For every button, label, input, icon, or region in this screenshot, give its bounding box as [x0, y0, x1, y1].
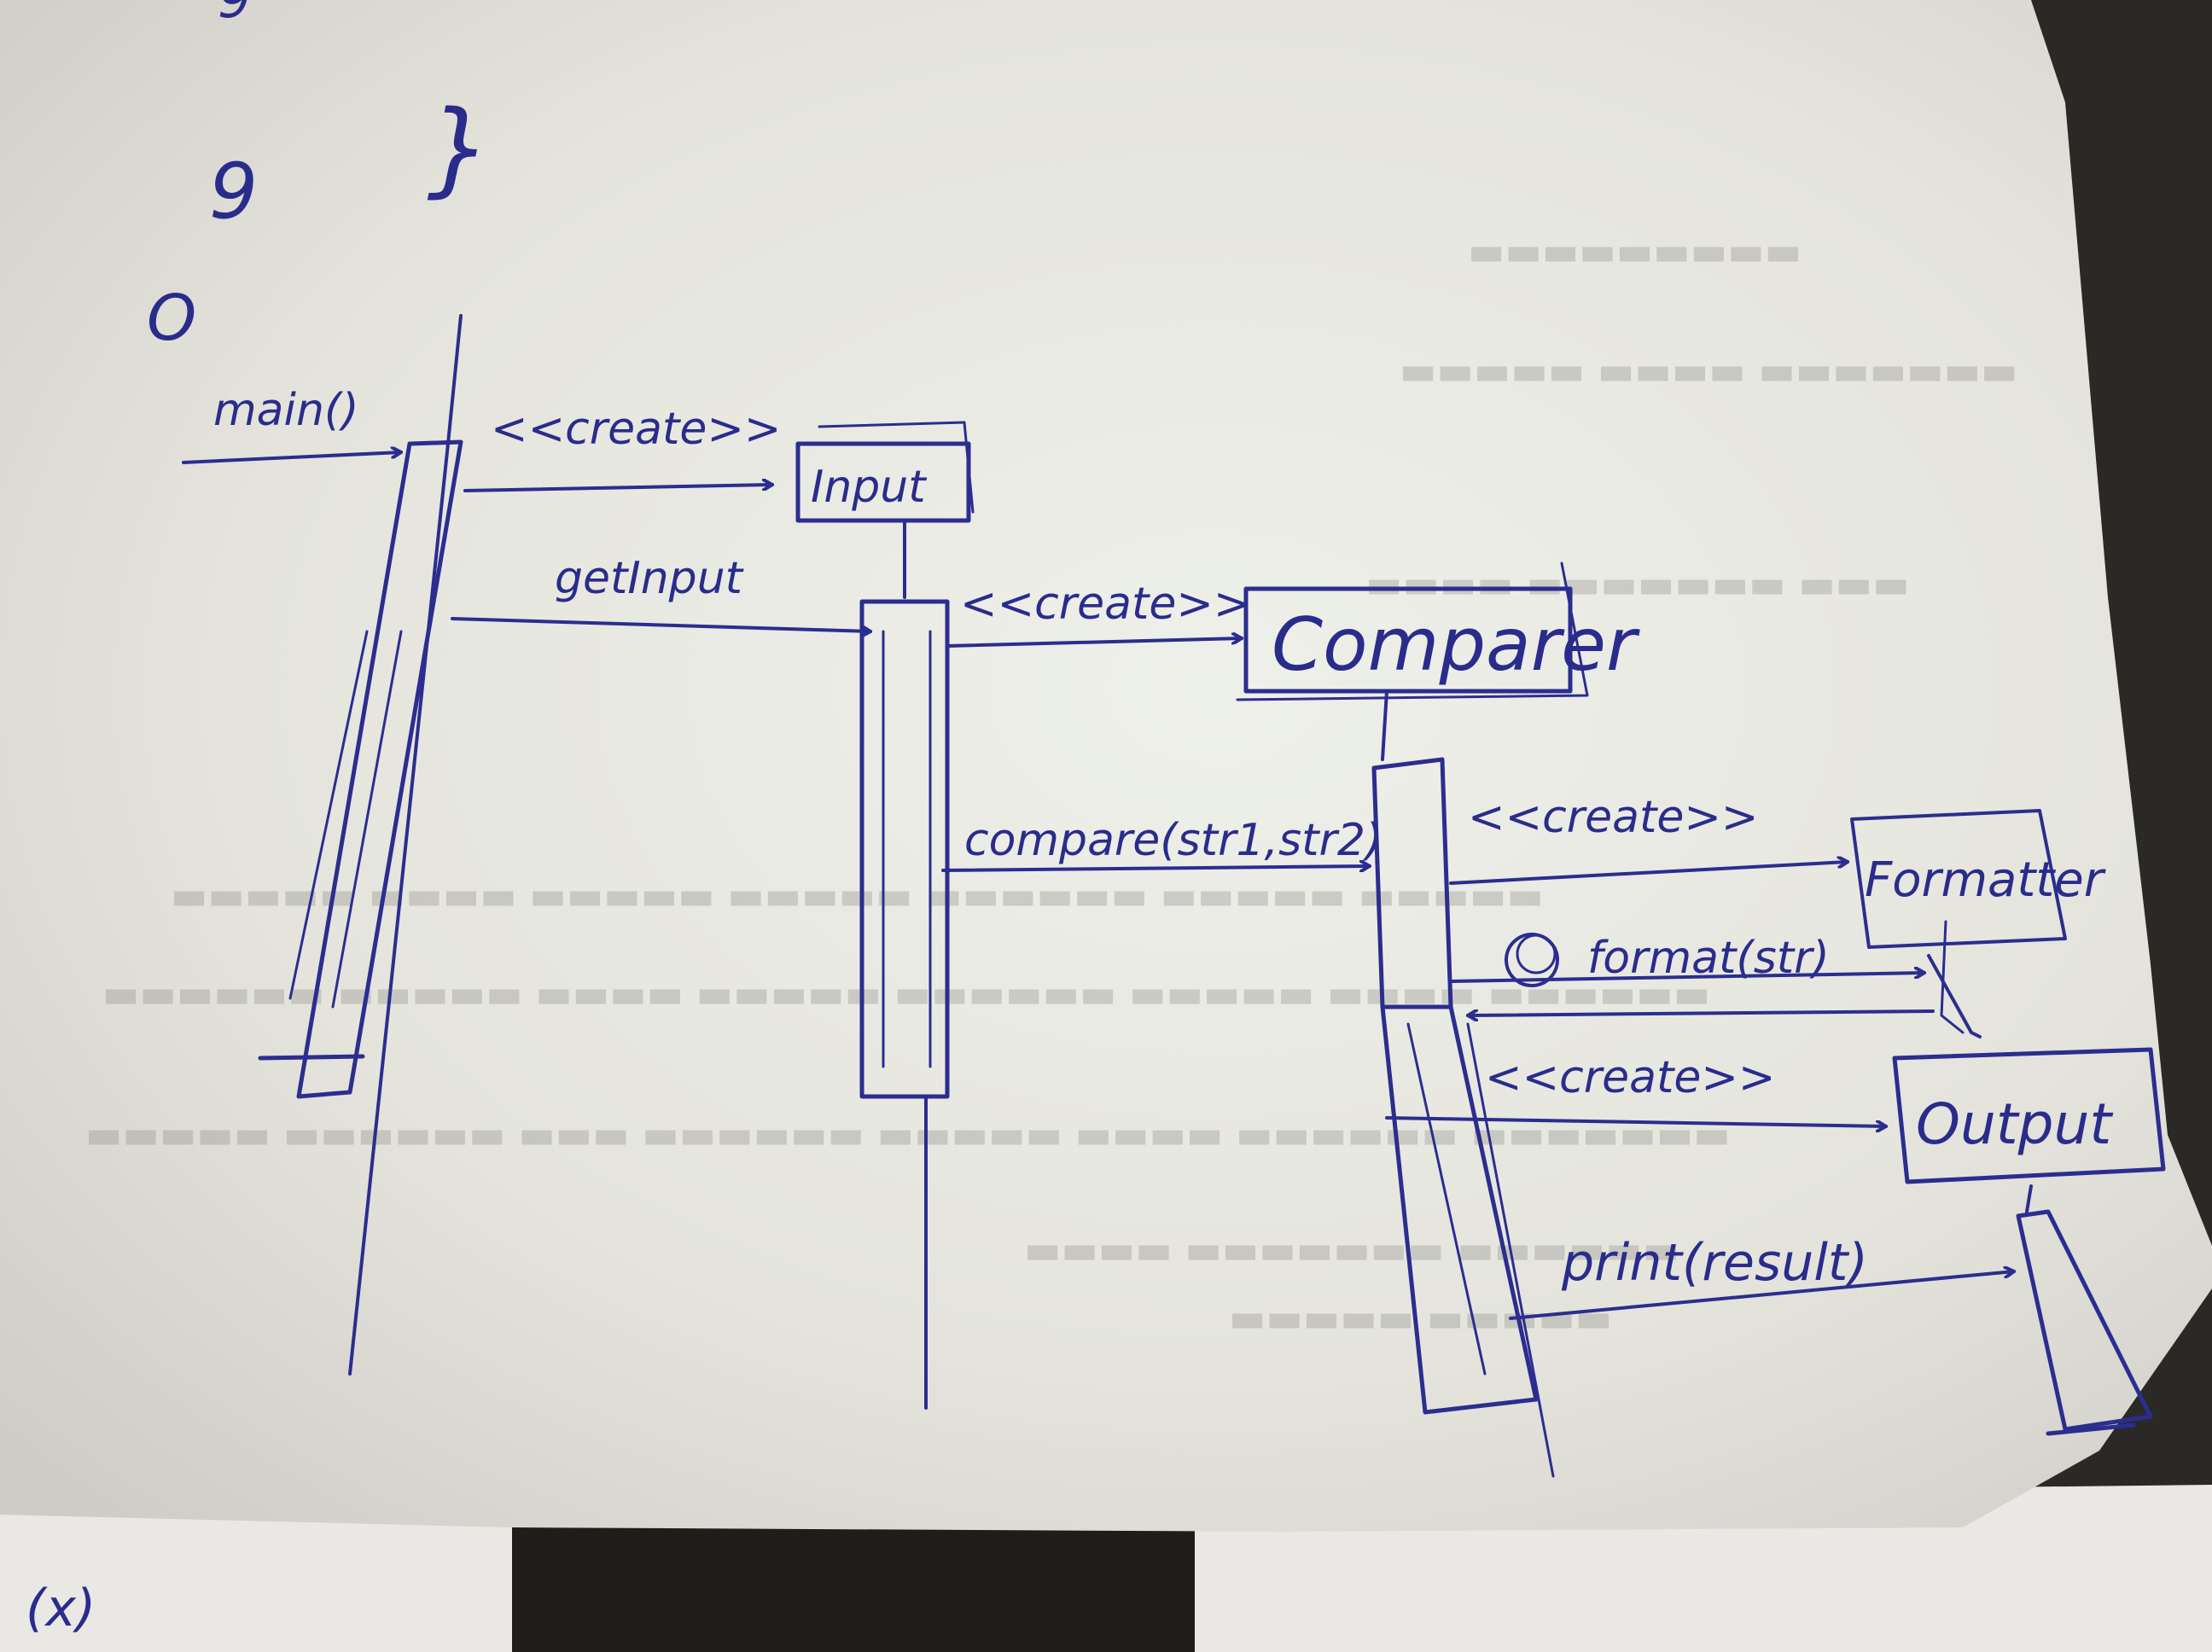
main-activation-bar: [296, 439, 463, 1099]
output-box: [1892, 1047, 2166, 1184]
getinput-label: getInput: [555, 553, 744, 604]
create-input-label: <<create>>: [491, 404, 782, 455]
corner-label: (x): [26, 1579, 96, 1638]
message-compare: compare(str1,str2): [941, 815, 1382, 870]
brace-mark: }: [427, 90, 492, 208]
input-activation-bar: [859, 599, 950, 1099]
create-comparer-label: <<create>>: [960, 579, 1251, 630]
comparer-activation-bar-2: [1380, 1004, 1539, 1415]
object-formatter: Formatter: [1850, 809, 2106, 1038]
object-input: Input: [795, 421, 975, 1410]
formatter-box: [1850, 809, 2067, 949]
print-label: print(result): [1561, 1233, 1868, 1293]
output-activation-bar: [2016, 1209, 2153, 1432]
formatter-label: Formatter: [1865, 852, 2106, 908]
svg-text:▬▬▬▬ ▬▬▬▬▬▬▬ ▬▬▬▬▬▬: ▬▬▬▬ ▬▬▬▬▬▬▬ ▬▬▬▬▬▬: [1024, 1226, 1679, 1272]
message-main: main(): [182, 385, 401, 464]
margin-notes: 9 } 9 O (x): [26, 0, 492, 1638]
message-format: format(str): [1449, 933, 1935, 1015]
message-create-output: <<create>>: [1385, 1052, 1886, 1126]
line-number: 9: [209, 147, 258, 236]
input-label: Input: [811, 462, 927, 513]
message-create-comparer: <<create>>: [946, 579, 1251, 648]
message-print: print(result): [1509, 1233, 2014, 1320]
main-lifeline: [258, 314, 463, 1376]
svg-text:▬▬▬▬▬ ▬▬▬▬ ▬▬▬▬▬▬▬: ▬▬▬▬▬ ▬▬▬▬ ▬▬▬▬▬▬▬: [1400, 347, 2018, 393]
svg-text:▬▬▬▬▬▬ ▬▬▬▬▬ ▬▬▬▬ ▬▬▬▬▬ ▬▬▬▬▬▬: ▬▬▬▬▬▬ ▬▬▬▬▬ ▬▬▬▬ ▬▬▬▬▬ ▬▬▬▬▬▬ ▬▬▬▬▬ ▬▬▬…: [102, 970, 1710, 1016]
input-box: [795, 441, 971, 523]
output-label: Output: [1916, 1091, 2113, 1157]
circled-mark: O: [147, 282, 196, 355]
paper-sheet: [0, 0, 2212, 1532]
object-output: Output: [1892, 1047, 2166, 1436]
create-output-label: <<create>>: [1485, 1052, 1776, 1103]
svg-text:▬▬▬▬▬▬▬▬▬: ▬▬▬▬▬▬▬▬▬: [1468, 228, 1802, 274]
message-create-formatter: <<create>>: [1449, 792, 1848, 885]
desk-gap: [512, 1527, 1195, 1652]
comparer-box: [1243, 586, 1573, 694]
main-label: main(): [213, 385, 359, 436]
message-create-input: <<create>>: [463, 404, 782, 492]
top-digit: 9: [218, 0, 251, 30]
object-comparer: Comparer: [1236, 561, 1640, 1478]
comparer-label: Comparer: [1272, 602, 1640, 688]
scribbled-circle: [1505, 933, 1559, 987]
create-formatter-label: <<create>>: [1468, 792, 1759, 843]
svg-text:▬▬▬▬▬ ▬▬▬▬ ▬▬▬▬▬ ▬▬▬▬▬ ▬▬▬▬▬▬: ▬▬▬▬▬ ▬▬▬▬ ▬▬▬▬▬ ▬▬▬▬▬ ▬▬▬▬▬▬ ▬▬▬▬▬ ▬▬▬▬…: [171, 872, 1544, 918]
svg-text:▬▬▬▬▬ ▬▬▬▬▬: ▬▬▬▬▬ ▬▬▬▬▬: [1229, 1294, 1612, 1341]
compare-label: compare(str1,str2): [964, 815, 1382, 866]
svg-text:▬▬▬▬ ▬▬▬▬▬▬▬ ▬▬▬: ▬▬▬▬ ▬▬▬▬▬▬▬ ▬▬▬: [1365, 561, 1910, 607]
message-getinput: getInput: [451, 553, 870, 631]
